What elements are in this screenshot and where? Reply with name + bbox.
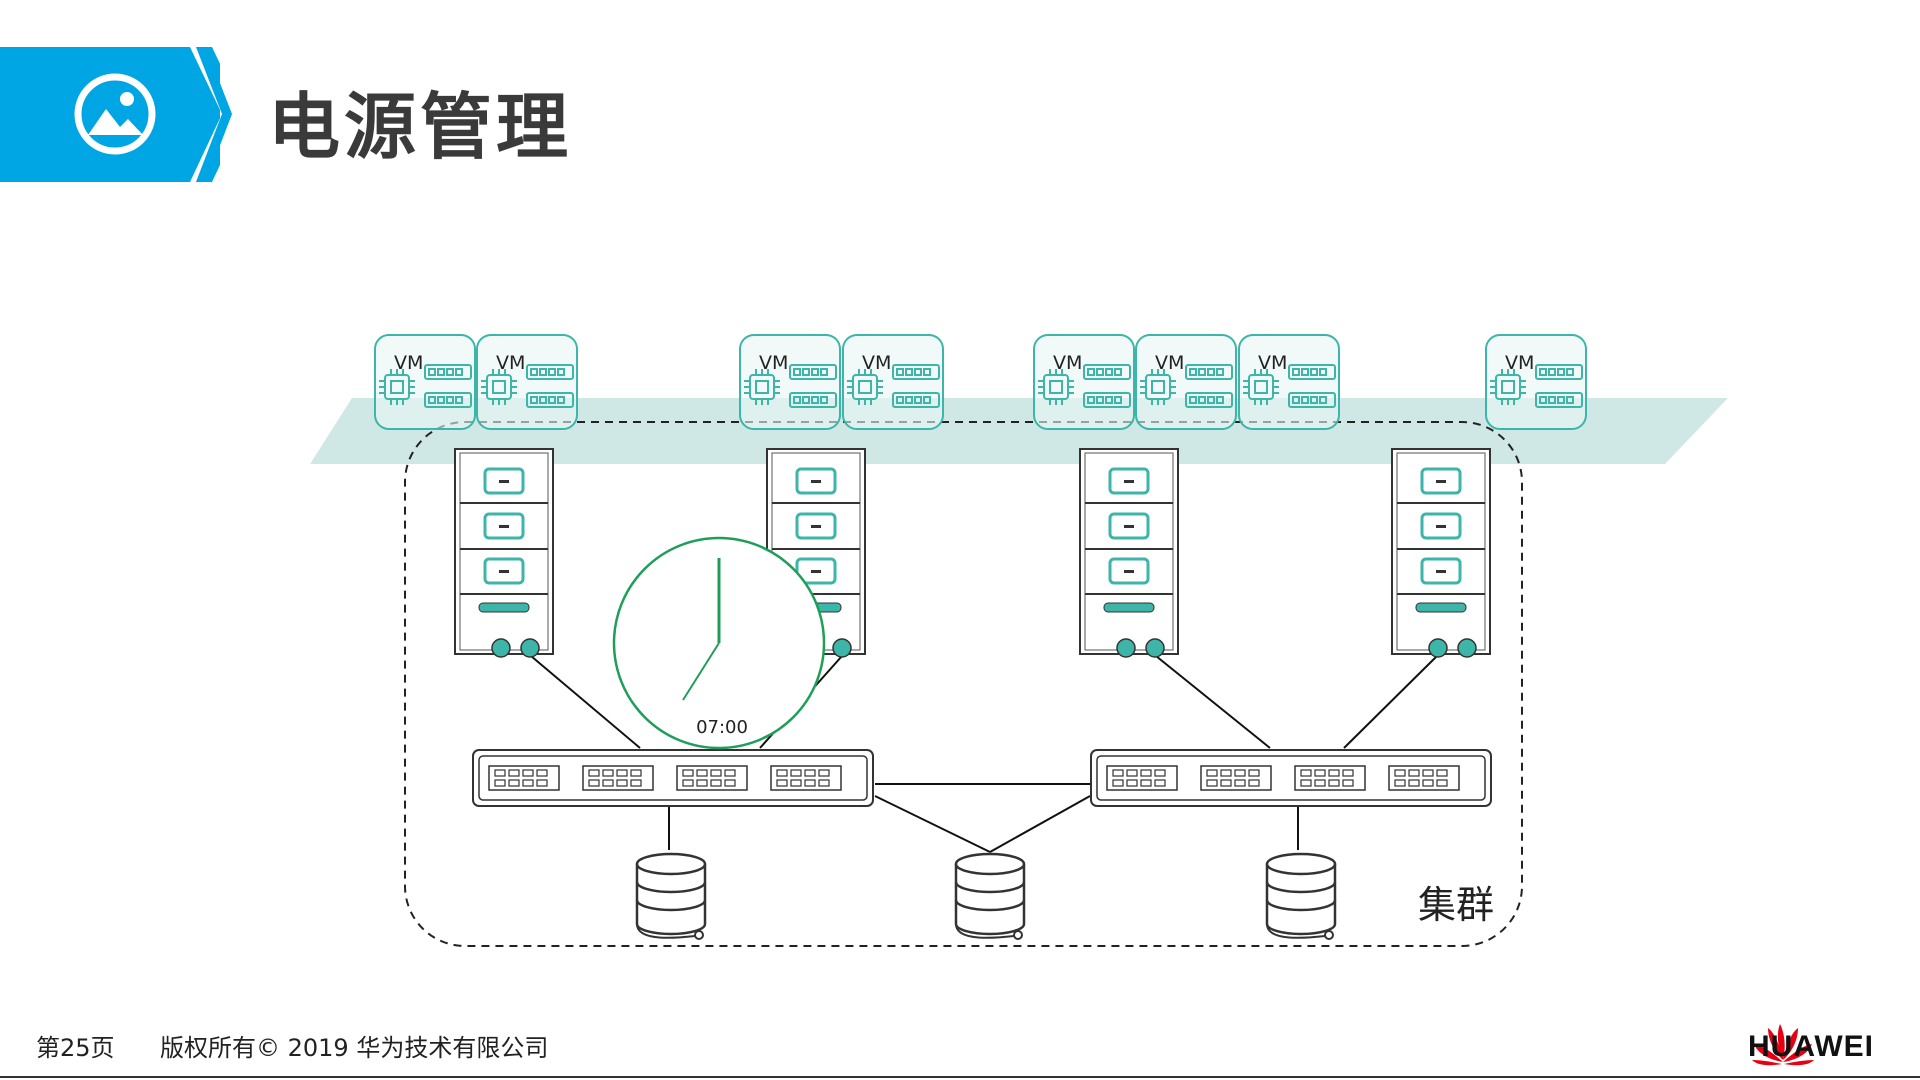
server-host-4 bbox=[1390, 447, 1492, 659]
vm-box bbox=[1485, 334, 1587, 430]
header-band bbox=[0, 47, 220, 182]
footer-copyright: 版权所有© 2019 华为技术有限公司 bbox=[160, 1034, 549, 1062]
chevron-decoration bbox=[196, 47, 232, 182]
vm-box bbox=[739, 334, 841, 430]
vm-label: VM bbox=[1505, 352, 1534, 374]
huawei-logo-icon bbox=[1752, 1024, 1814, 1066]
vm-box bbox=[476, 334, 578, 430]
image-icon bbox=[74, 73, 156, 155]
server-host-3 bbox=[1078, 447, 1180, 659]
vm-label: VM bbox=[1258, 352, 1287, 374]
footer-divider bbox=[0, 1076, 1920, 1078]
storage-disk-2 bbox=[954, 852, 1026, 941]
cluster-label: 集群 bbox=[1418, 883, 1494, 927]
vm-box bbox=[1238, 334, 1340, 430]
vm-label: VM bbox=[862, 352, 891, 374]
vm-label: VM bbox=[759, 352, 788, 374]
vm-box bbox=[1135, 334, 1237, 430]
vm-box bbox=[374, 334, 476, 430]
vm-box bbox=[1033, 334, 1135, 430]
vm-label: VM bbox=[1155, 352, 1184, 374]
network-switch-2 bbox=[1090, 749, 1492, 807]
storage-disk-1 bbox=[635, 852, 707, 941]
vm-label: VM bbox=[496, 352, 525, 374]
storage-disk-3 bbox=[1265, 852, 1337, 941]
vm-label: VM bbox=[394, 352, 423, 374]
page-title: 电源管理 bbox=[268, 85, 573, 169]
clock-time-label: 07:00 bbox=[696, 717, 748, 738]
brand-name: HUAWEI bbox=[1748, 1030, 1874, 1063]
vm-label: VM bbox=[1053, 352, 1082, 374]
clock-icon bbox=[612, 536, 826, 750]
server-host-1 bbox=[453, 447, 555, 659]
vm-box bbox=[842, 334, 944, 430]
cluster-boundary bbox=[404, 421, 1523, 947]
footer-page-number: 第25页 bbox=[36, 1034, 115, 1062]
network-switch-1 bbox=[472, 749, 874, 807]
network-links bbox=[530, 655, 1438, 853]
